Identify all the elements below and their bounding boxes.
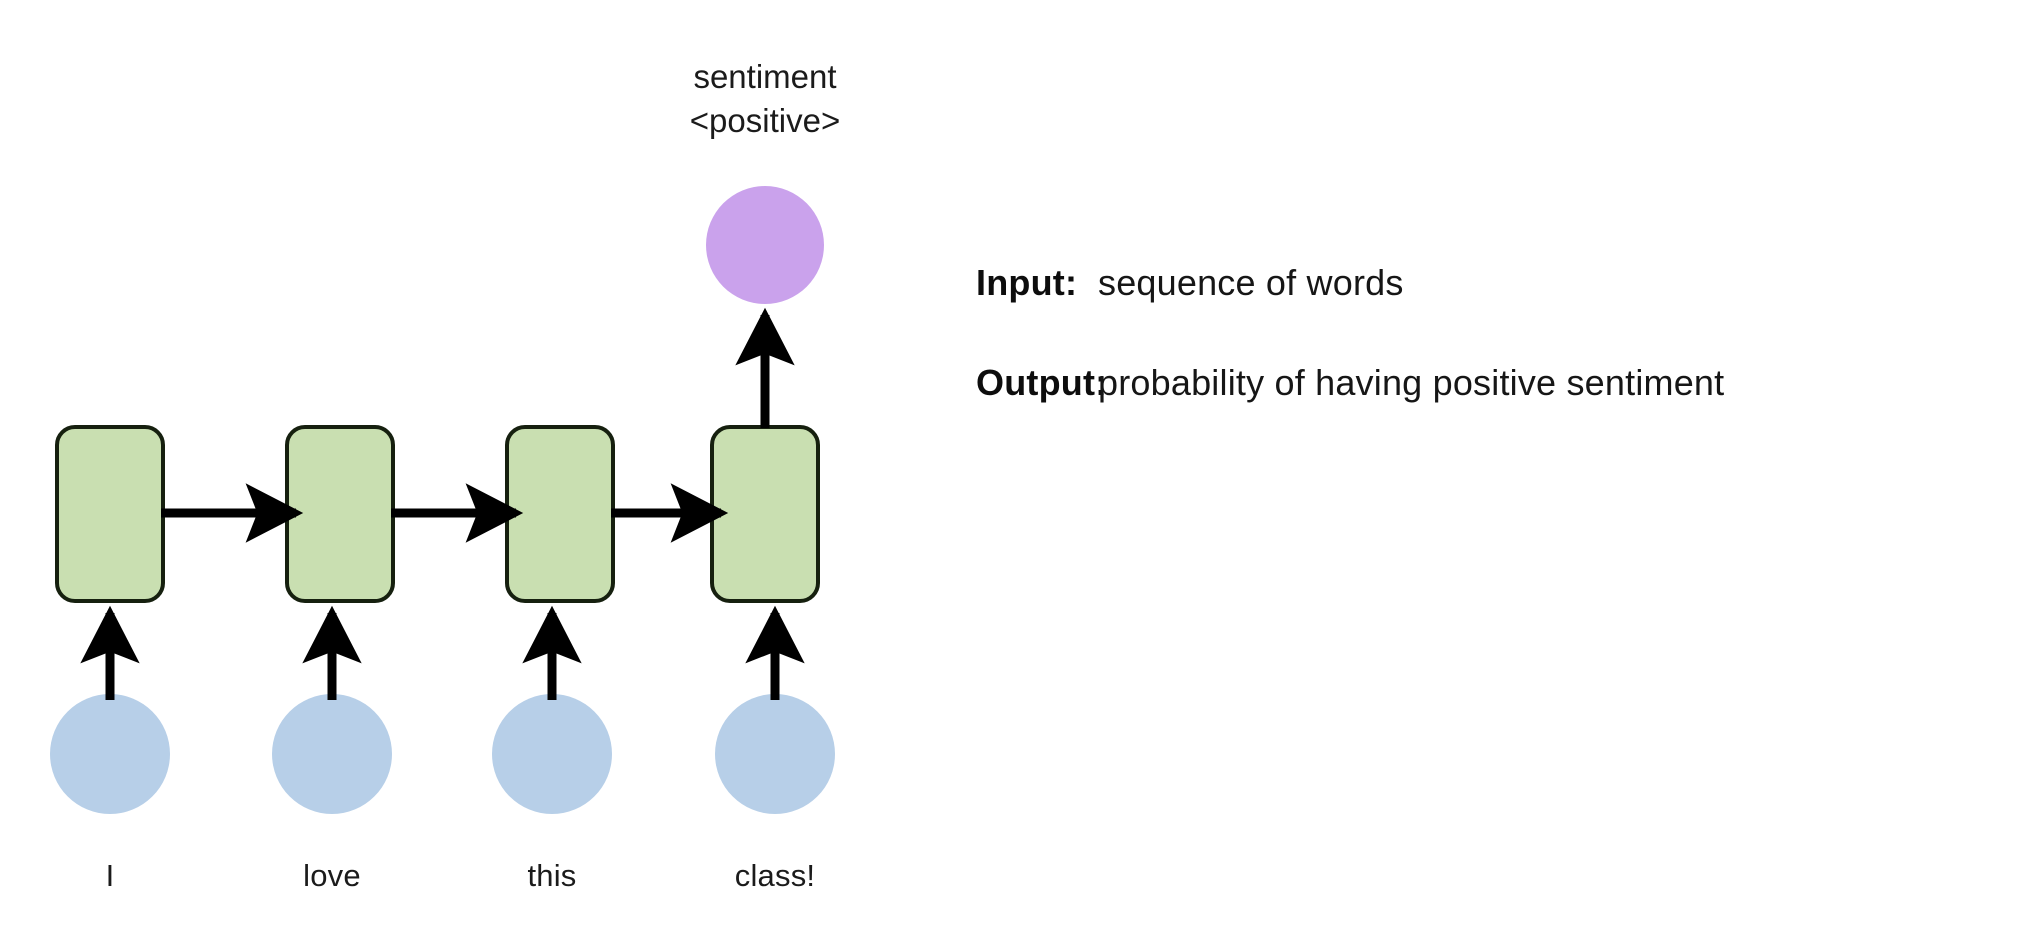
input-node-2 [272,694,392,814]
output-label-line-2: <positive> [689,102,841,139]
spec-row-output: Output: probability of having positive s… [976,362,2016,404]
spec-value-output: probability of having positive sentiment [1098,362,1725,403]
spec-value-input: sequence of words [1098,262,1404,303]
rnn-cell-3 [505,425,615,603]
word-label-2: love [303,858,361,893]
rnn-cell-2 [285,425,395,603]
input-node-1 [50,694,170,814]
output-sentiment-label: sentiment <positive> [615,55,915,143]
io-spec-block: Input: sequence of words Output: probabi… [976,262,2016,462]
output-label-line-1: sentiment [693,58,837,95]
word-label-3: this [527,858,577,893]
spec-key-output: Output: [976,362,1108,403]
spec-key-input: Input: [976,262,1078,303]
input-node-3 [492,694,612,814]
rnn-cell-1 [55,425,165,603]
word-label-1: I [105,858,115,893]
input-node-4 [715,694,835,814]
rnn-cell-4 [710,425,820,603]
spec-row-input: Input: sequence of words [976,262,2016,304]
word-label-4: class! [734,858,816,893]
output-node-sentiment [706,186,824,304]
